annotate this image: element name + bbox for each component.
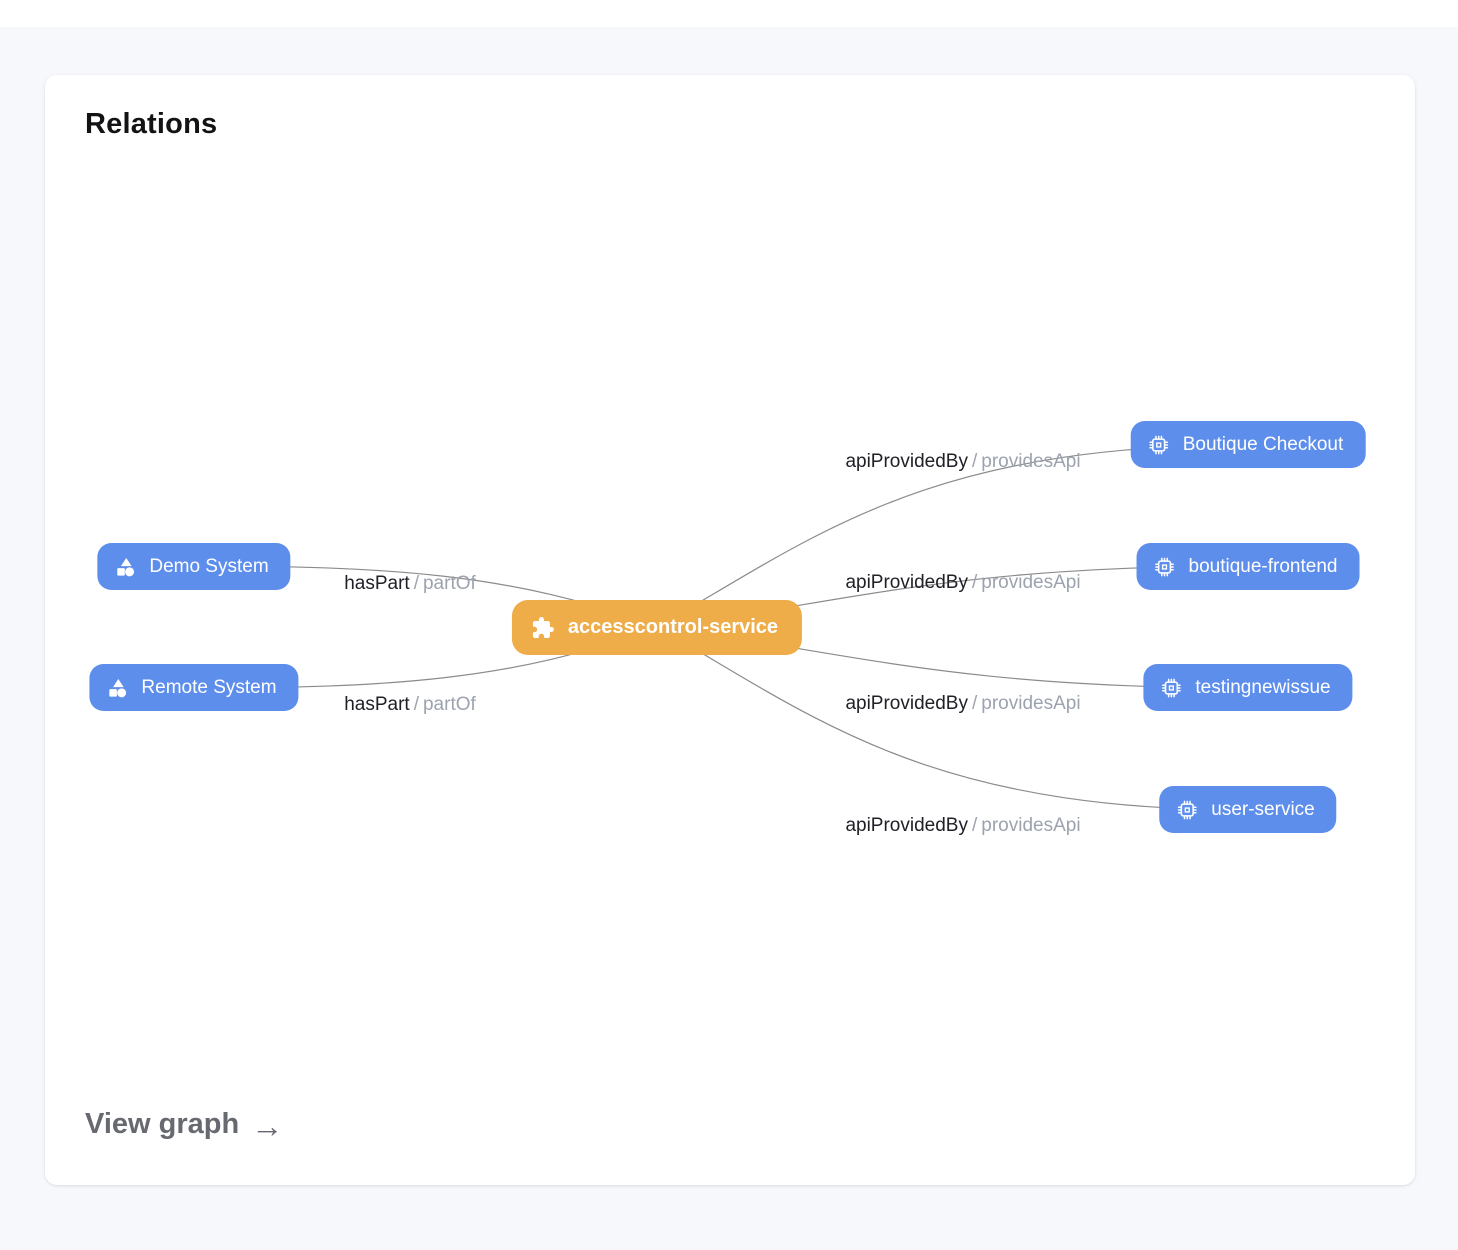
node-testingnewissue[interactable]: testingnewissue <box>1143 664 1353 711</box>
node-label: Demo System <box>149 555 269 577</box>
edge-label-forward: hasPart <box>344 573 410 594</box>
edge-label-reverse: providesApi <box>981 451 1081 472</box>
edge-line-boutique-checkout <box>656 444 1249 628</box>
chip-icon <box>1176 799 1198 821</box>
puzzle-icon <box>531 616 555 640</box>
edge-label: apiProvidedBy/providesApi <box>845 815 1080 837</box>
node-user-service[interactable]: user-service <box>1159 786 1337 833</box>
arrow-right-icon: → <box>251 1107 284 1144</box>
edge-label: apiProvidedBy/providesApi <box>845 693 1080 715</box>
edge-label-forward: apiProvidedBy <box>845 815 968 836</box>
edge-label: hasPart/partOf <box>344 694 476 716</box>
edge-label-separator: / <box>971 815 978 836</box>
chip-icon <box>1160 677 1182 699</box>
shapes-icon <box>114 556 136 578</box>
edge-label: apiProvidedBy/providesApi <box>845 451 1080 473</box>
node-demo-system[interactable]: Demo System <box>97 543 291 590</box>
node-label: user-service <box>1211 798 1315 820</box>
node-label: testingnewissue <box>1195 676 1331 698</box>
node-label: boutique-frontend <box>1188 555 1338 577</box>
chip-icon <box>1148 434 1170 456</box>
edge-label-reverse: partOf <box>422 694 476 715</box>
relations-graph: Demo System Remote System <box>45 75 1415 1185</box>
edge-label-forward: hasPart <box>344 694 410 715</box>
edge-line-user-service <box>656 626 1249 811</box>
page-background: Relations Demo System <box>0 27 1458 1250</box>
chip-icon <box>1154 556 1176 578</box>
edge-label-forward: apiProvidedBy <box>845 693 968 714</box>
shapes-icon <box>106 677 128 699</box>
node-label: Remote System <box>141 676 277 698</box>
node-remote-system[interactable]: Remote System <box>89 664 299 711</box>
edge-label-reverse: partOf <box>422 573 476 594</box>
edge-label-reverse: providesApi <box>981 815 1081 836</box>
edge-label: hasPart/partOf <box>344 573 476 595</box>
node-boutique-checkout[interactable]: Boutique Checkout <box>1130 421 1366 468</box>
view-graph-label: View graph <box>85 1108 240 1140</box>
edge-label-forward: apiProvidedBy <box>845 451 968 472</box>
node-label: Boutique Checkout <box>1182 433 1344 455</box>
relations-card: Relations Demo System <box>45 75 1415 1185</box>
node-label: accesscontrol-service <box>567 616 779 638</box>
node-accesscontrol-service[interactable]: accesscontrol-service <box>511 600 803 655</box>
edge-label-separator: / <box>971 572 978 593</box>
edge-label-separator: / <box>413 573 419 594</box>
node-boutique-frontend[interactable]: boutique-frontend <box>1136 543 1360 590</box>
view-graph-link[interactable]: View graph → <box>85 1107 284 1144</box>
edge-label-reverse: providesApi <box>981 693 1081 714</box>
edge-label-reverse: providesApi <box>981 572 1081 593</box>
edge-label-forward: apiProvidedBy <box>845 572 968 593</box>
edge-label-separator: / <box>971 451 978 472</box>
edge-label-separator: / <box>413 694 419 715</box>
edge-label-separator: / <box>971 693 978 714</box>
card-title: Relations <box>85 108 218 140</box>
edge-label: apiProvidedBy/providesApi <box>845 572 1080 594</box>
